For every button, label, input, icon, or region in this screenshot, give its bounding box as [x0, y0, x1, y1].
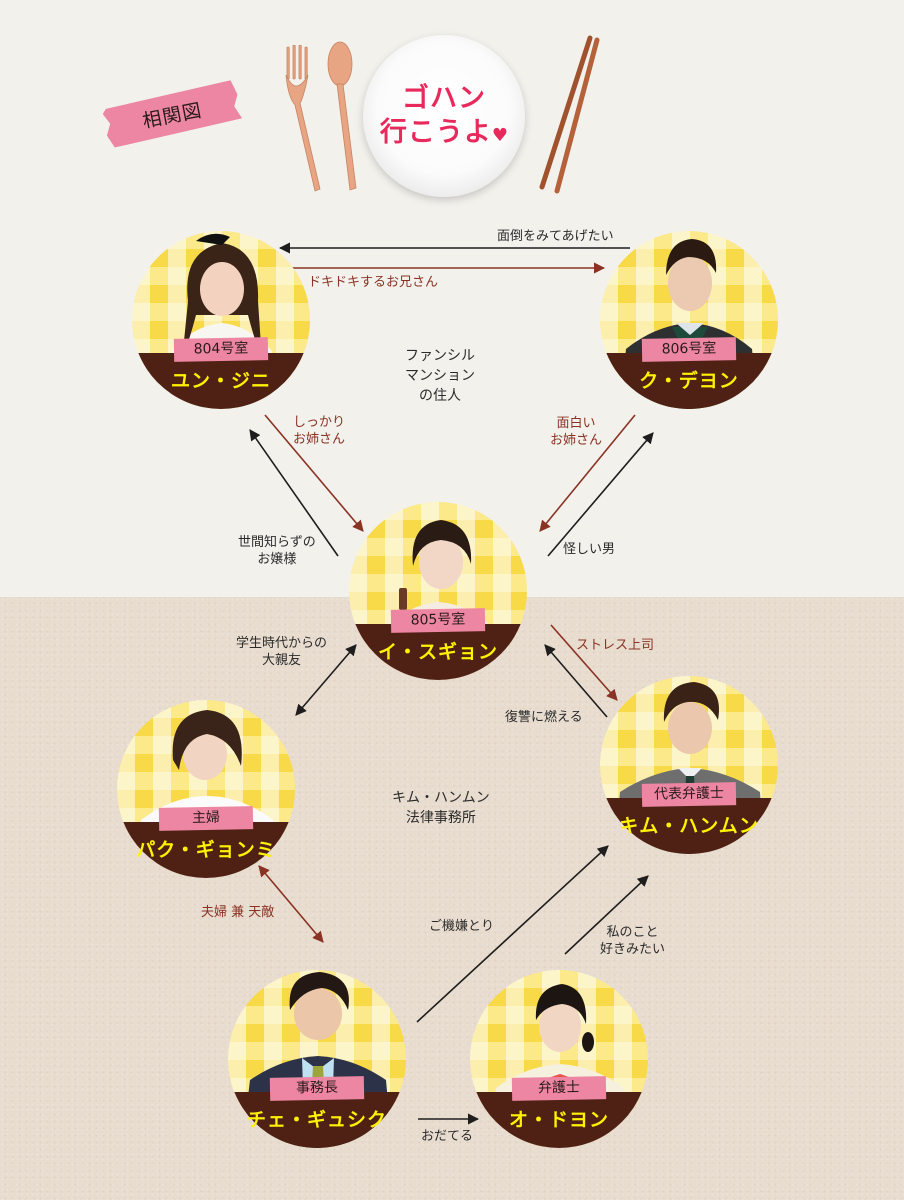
relation-label-yun-to-ku: ドキドキするお兄さん [308, 275, 439, 290]
relation-label-che-to-kimu: ご機嫌とり [429, 919, 495, 934]
relation-label-i-paku: 学生時代からの大親友 [236, 636, 328, 668]
character-che-gyushiku[interactable]: 事務長 チェ・ギュシク [228, 970, 406, 1148]
character-name: ク・デヨン [639, 370, 739, 392]
heart-icon: ♥ [491, 125, 509, 146]
title-line-2: 行こうよ [379, 117, 492, 148]
correlation-chart-tape: 相関図 [101, 79, 243, 148]
character-name: オ・ドヨン [508, 1109, 609, 1131]
relation-label-ku-to-i: 面白いお姉さん [550, 416, 603, 448]
role-tag: 代表弁護士 [641, 782, 737, 807]
gingham-circle [470, 970, 648, 1148]
character-name: ユン・ジニ [170, 370, 271, 392]
gingham-circle [117, 700, 295, 878]
relation-label-paku-che: 夫婦 兼 天敵 [201, 905, 275, 920]
character-name: イ・スギョン [377, 641, 498, 663]
name-band [600, 798, 778, 854]
title-line-1: ゴハン [402, 83, 486, 114]
character-paku-gyonmi[interactable]: 主婦 パク・ギョンミ [117, 700, 295, 878]
name-band [470, 1092, 648, 1148]
role-tag: 事務長 [269, 1076, 365, 1101]
gingham-circle [600, 676, 778, 854]
character-name: キム・ハンムン [619, 815, 759, 837]
role-tag: 806号室 [641, 337, 737, 362]
chopsticks-icon [539, 35, 600, 194]
role-tag: 805号室 [390, 608, 486, 633]
role-tag: 804号室 [173, 337, 269, 362]
name-band [600, 353, 778, 409]
character-name: パク・ギョンミ [136, 839, 276, 861]
arrow-i-to-ku [547, 432, 654, 557]
relation-label-i-to-kimu: ストレス上司 [576, 638, 655, 653]
character-name: チェ・ギュシク [246, 1109, 387, 1131]
name-band [132, 353, 310, 409]
character-ku-deyon[interactable]: 806号室 ク・デヨン [600, 231, 778, 409]
character-yun-jini[interactable]: 804号室 ユン・ジニ [132, 231, 310, 409]
name-band [349, 624, 527, 680]
relation-label-i-to-yun: 世間知らずのお嬢様 [238, 535, 316, 567]
spoon-icon [327, 41, 357, 191]
role-tag: 主婦 [158, 806, 254, 831]
relation-label-che-to-o: おだてる [421, 1129, 474, 1144]
role-tag: 弁護士 [511, 1076, 607, 1101]
character-o-doyon[interactable]: 弁護士 オ・ドヨン [470, 970, 648, 1148]
name-band [228, 1092, 406, 1148]
relation-label-o-to-kimu: 私のこと好きみたい [600, 925, 666, 957]
group-label-mansion: ファンシルマンションの住人 [405, 348, 475, 404]
name-band [117, 822, 295, 878]
plate-title-logo: ゴハン 行こうよ♥ [363, 35, 525, 197]
group-label-law-firm: キム・ハンムン法律事務所 [392, 790, 490, 826]
fork-icon [285, 45, 321, 192]
relation-label-yun-to-i: しっかりお姉さん [293, 415, 346, 447]
tape-label: 相関図 [140, 98, 204, 132]
character-kimu-hanmun[interactable]: 代表弁護士 キム・ハンムン [600, 676, 778, 854]
relation-label-i-to-ku: 怪しい男 [563, 542, 616, 557]
relation-label-ku-to-yun: 面倒をみてあげたい [497, 229, 614, 244]
character-i-sugyon[interactable]: 805号室 イ・スギョン [349, 502, 527, 680]
relation-label-kimu-to-i: 復讐に燃える [505, 710, 583, 725]
